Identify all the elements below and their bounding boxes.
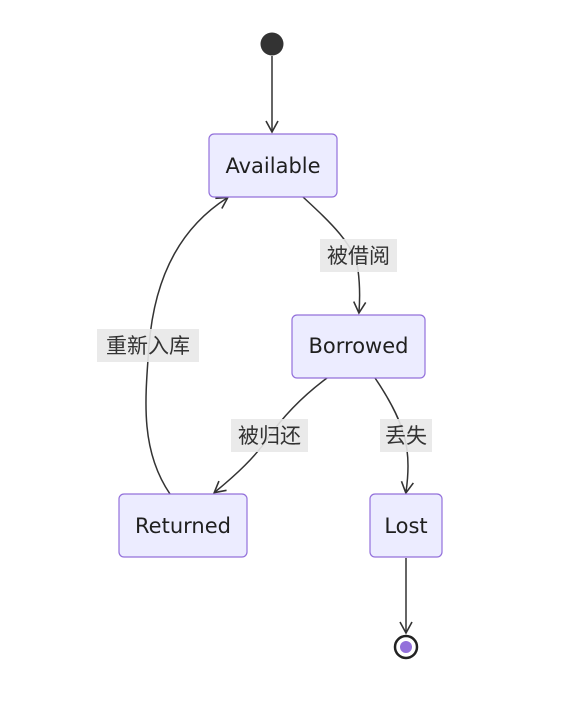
svg-text:Borrowed: Borrowed (309, 334, 409, 358)
svg-text:重新入库: 重新入库 (106, 334, 190, 358)
state-available: Available (208, 133, 338, 198)
svg-text:被借阅: 被借阅 (327, 244, 390, 268)
edge-label-lost-trigger: 丢失 (380, 419, 432, 452)
edge-label-restock-trigger: 重新入库 (97, 329, 199, 362)
edge-label-returned-trigger: 被归还 (231, 419, 308, 452)
state-lost: Lost (369, 493, 443, 558)
edge-label-borrowed-trigger: 被借阅 (320, 239, 397, 272)
svg-text:Returned: Returned (135, 514, 231, 538)
svg-text:Available: Available (225, 154, 320, 178)
svg-text:丢失: 丢失 (385, 424, 427, 448)
svg-text:Lost: Lost (384, 514, 427, 538)
start-node (260, 32, 284, 56)
state-returned: Returned (118, 493, 248, 558)
svg-text:被归还: 被归还 (238, 424, 301, 448)
state-borrowed: Borrowed (291, 314, 426, 379)
end-node (393, 634, 419, 660)
